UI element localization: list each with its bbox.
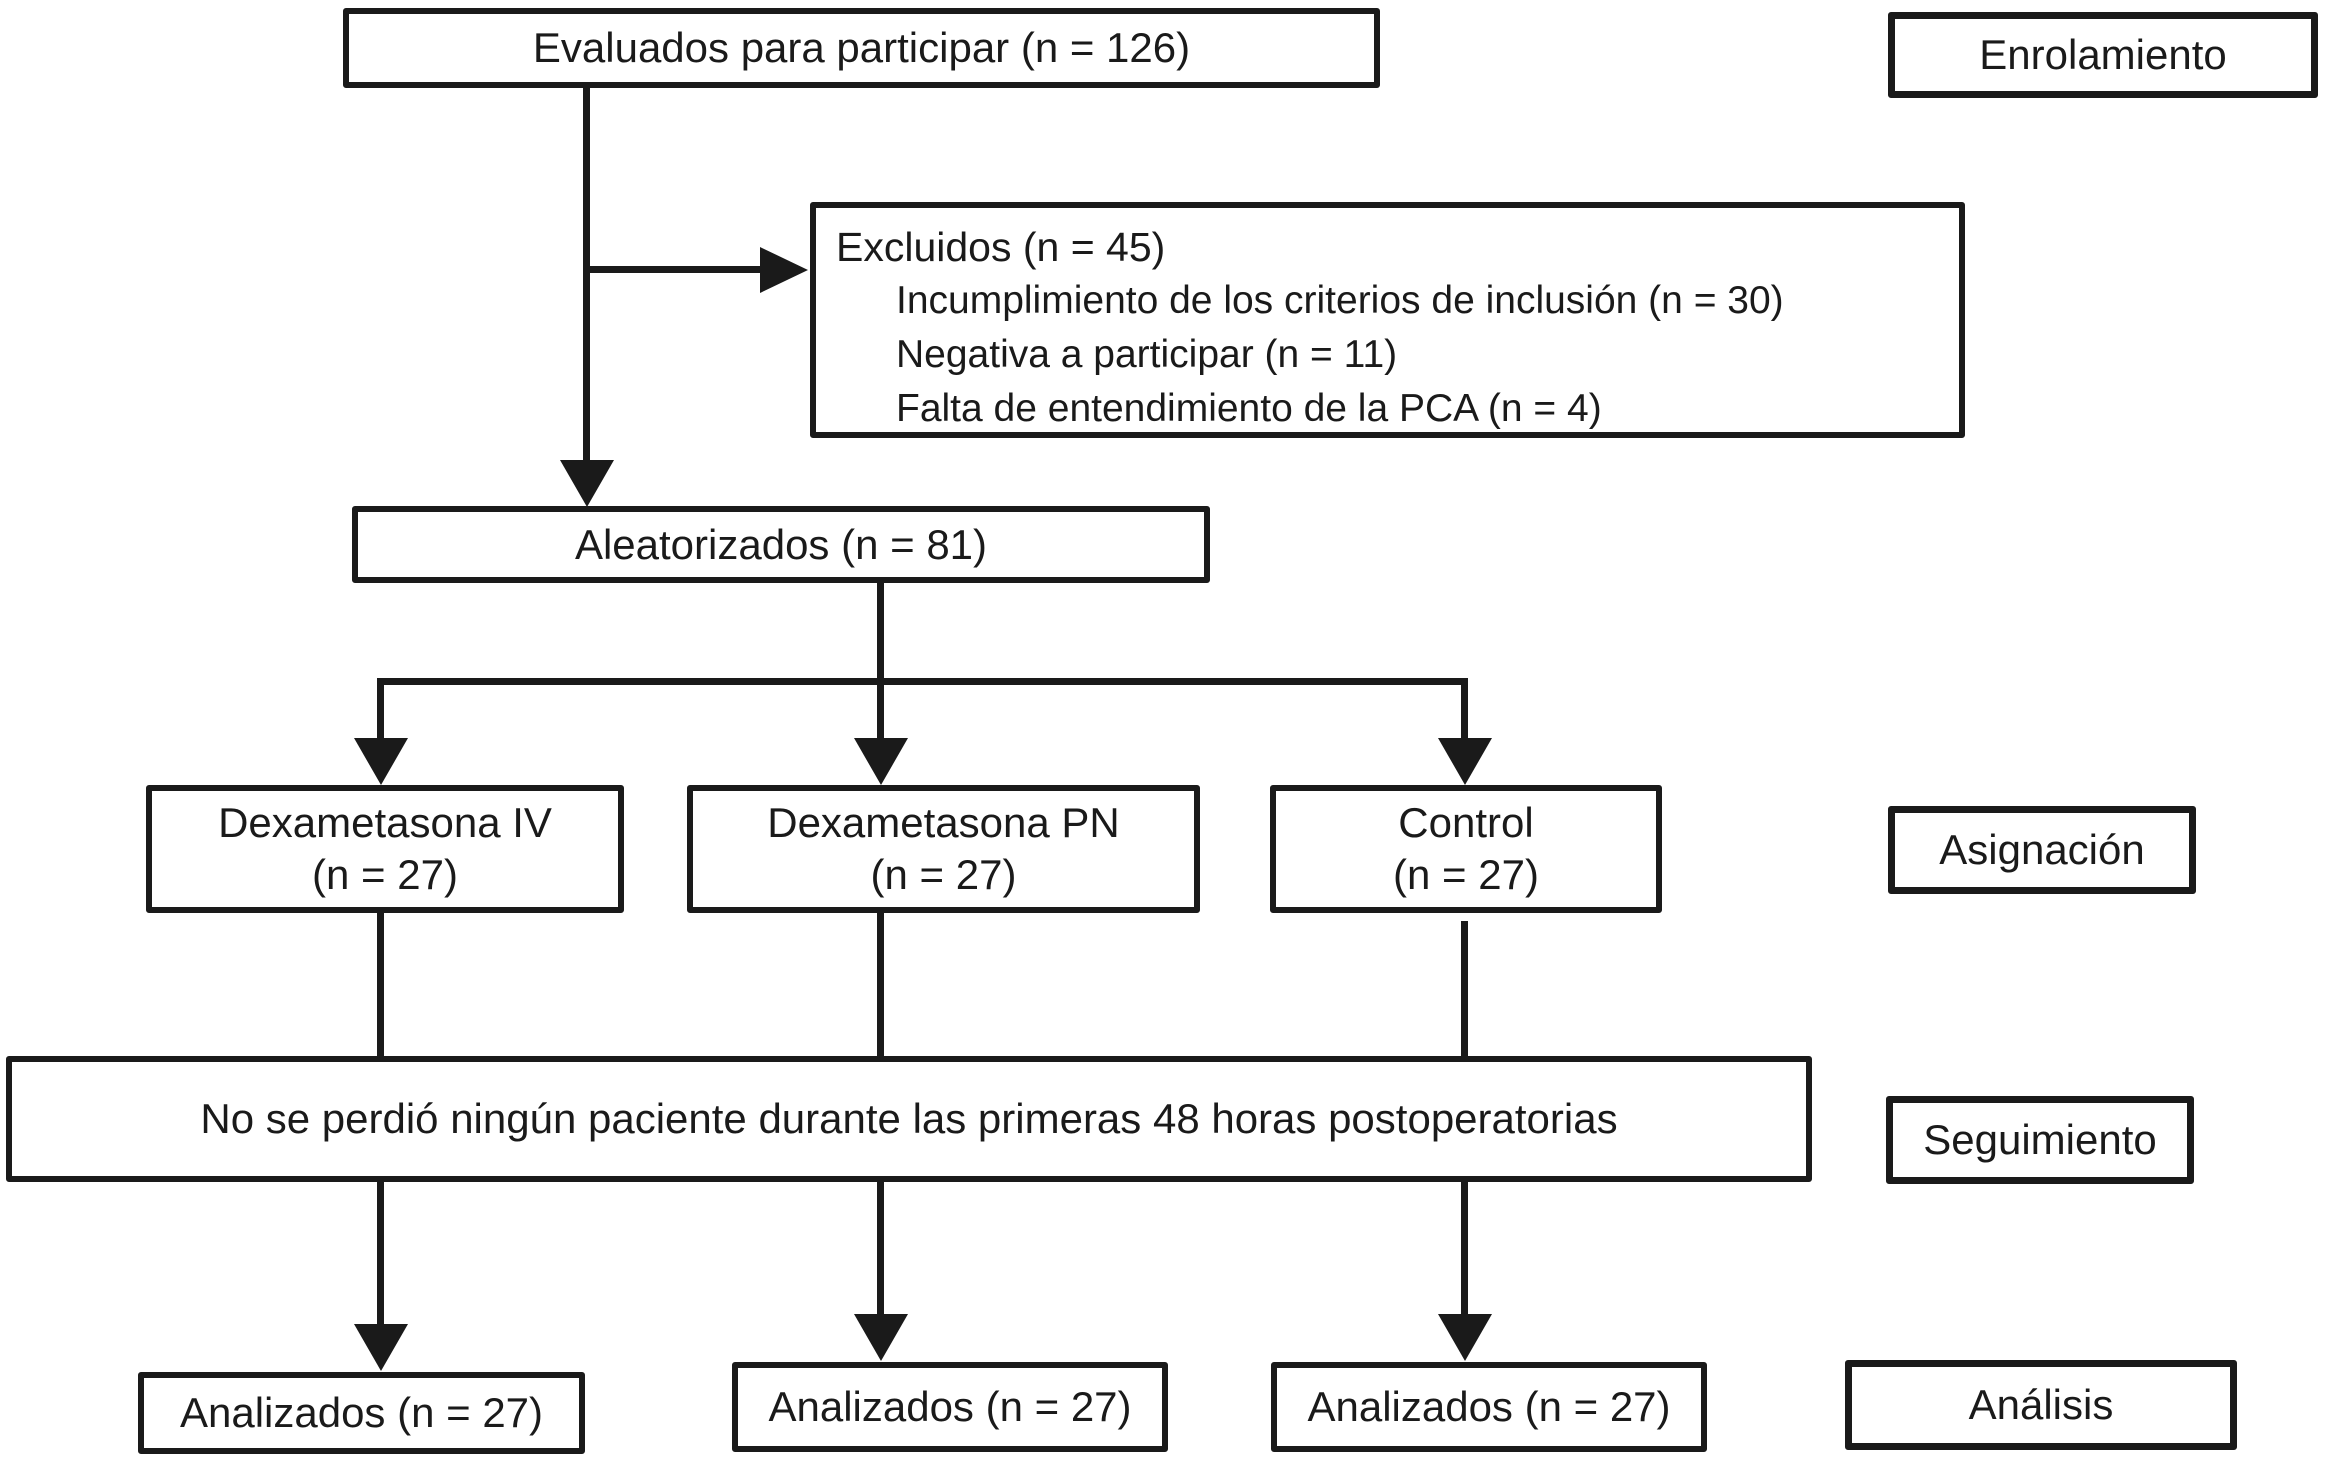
group-n: (n = 27) [870, 851, 1017, 898]
connector-followup-to-analyzed-1 [377, 1180, 384, 1328]
stage-label-text: Enrolamiento [1979, 31, 2227, 78]
followup-box: No se perdió ningún paciente durante las… [6, 1056, 1812, 1182]
arrowhead-down-icon [354, 738, 408, 785]
stage-label-allocation: Asignación [1888, 806, 2196, 894]
arrowhead-down-icon [560, 460, 614, 507]
connector-group3-to-followup [1461, 921, 1468, 1058]
arrowhead-down-icon [854, 1314, 908, 1361]
randomized-label: Aleatorizados (n = 81) [574, 520, 988, 568]
analyzed-box-2: Analizados (n = 27) [732, 1362, 1168, 1452]
arrowhead-down-icon [854, 738, 908, 785]
connector-randomized-stem [877, 581, 884, 682]
analyzed-box-3: Analizados (n = 27) [1271, 1362, 1707, 1452]
group-box-dexametasona-iv: Dexametasona IV (n = 27) [146, 785, 624, 913]
excluded-reason: Incumplimiento de los criterios de inclu… [896, 279, 1784, 322]
connector-branch-line [377, 678, 1468, 685]
arrowhead-down-icon [1438, 1314, 1492, 1361]
connector-drop-group-2 [877, 682, 884, 742]
analyzed-label: Analizados (n = 27) [179, 1389, 544, 1436]
stage-label-text: Análisis [1968, 1381, 2114, 1428]
randomized-box: Aleatorizados (n = 81) [352, 506, 1210, 583]
stage-label-enrollment: Enrolamiento [1888, 12, 2318, 98]
excluded-box: Excluidos (n = 45) Incumplimiento de los… [810, 202, 1965, 438]
arrowhead-right-icon [760, 247, 808, 293]
group-name: Dexametasona PN [767, 799, 1120, 846]
group-box-control: Control (n = 27) [1270, 785, 1662, 913]
stage-label-analysis: Análisis [1845, 1360, 2237, 1450]
analyzed-label: Analizados (n = 27) [768, 1383, 1132, 1430]
connector-drop-group-1 [377, 682, 384, 742]
group-n: (n = 27) [312, 851, 458, 898]
stage-label-text: Seguimiento [1923, 1116, 2157, 1163]
stage-label-followup: Seguimiento [1886, 1096, 2194, 1184]
connector-followup-to-analyzed-2 [877, 1180, 884, 1318]
followup-label: No se perdió ningún paciente durante las… [200, 1095, 1618, 1142]
excluded-reason: Negativa a participar (n = 11) [896, 333, 1398, 376]
connector-assessed-to-randomized [583, 86, 590, 466]
group-name: Control [1398, 799, 1534, 846]
excluded-reason: Falta de entendimiento de la PCA (n = 4) [896, 387, 1602, 430]
analyzed-box-1: Analizados (n = 27) [138, 1372, 585, 1454]
arrowhead-down-icon [354, 1324, 408, 1371]
connector-to-excluded [586, 266, 762, 273]
analyzed-label: Analizados (n = 27) [1307, 1383, 1671, 1430]
connector-group2-to-followup [877, 911, 884, 1058]
group-box-dexametasona-pn: Dexametasona PN (n = 27) [687, 785, 1200, 913]
connector-drop-group-3 [1461, 682, 1468, 742]
connector-followup-to-analyzed-3 [1461, 1180, 1468, 1318]
stage-label-text: Asignación [1939, 826, 2145, 873]
group-n: (n = 27) [1393, 851, 1539, 898]
group-name: Dexametasona IV [218, 799, 552, 846]
arrowhead-down-icon [1438, 738, 1492, 785]
assessed-label: Evaluados para participar (n = 126) [532, 24, 1191, 71]
connector-group1-to-followup [377, 911, 384, 1058]
excluded-title: Excluidos (n = 45) [836, 224, 1166, 270]
assessed-box: Evaluados para participar (n = 126) [343, 8, 1380, 88]
